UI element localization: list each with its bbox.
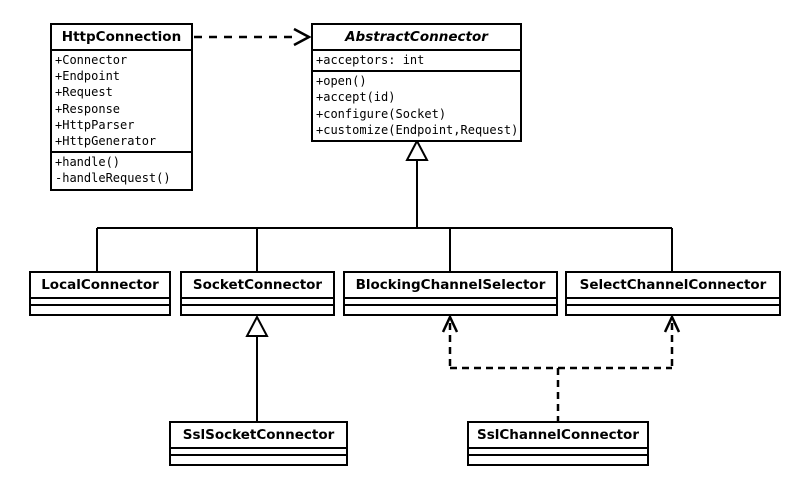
method: -handleRequest() [55,171,171,186]
class-box-localconnector: LocalConnector [29,271,171,316]
attributes-compartment [182,297,333,304]
class-box-selectchannelconnector: SelectChannelConnector [565,271,781,316]
attribute: +Request [55,85,113,100]
class-name: SelectChannelConnector [579,277,767,293]
attributes-compartment [567,297,779,304]
method: +open() [316,74,367,89]
class-name: HttpConnection [61,29,182,45]
class-name: SocketConnector [192,277,323,293]
class-box-abstractconnector: AbstractConnector +acceptors: int +open(… [311,23,522,143]
methods-compartment [171,454,346,464]
methods-compartment [31,304,169,314]
attribute: +Response [55,101,121,116]
methods-compartment [469,454,647,464]
methods-compartment [345,304,556,314]
class-box-sslsocketconnector: SslSocketConnector [169,421,348,466]
method: +handle() [55,155,121,170]
attribute: +HttpGenerator [55,134,157,149]
class-name: BlockingChannelSelector [355,277,546,293]
methods-compartment [567,304,779,314]
attributes-compartment: +Connector +Endpoint +Request +Response … [52,49,191,151]
generalization-arrow-sslsocketconnector-socketconnector [245,314,269,421]
methods-compartment [182,304,333,314]
class-box-socketconnector: SocketConnector [180,271,335,316]
method: +accept(id) [316,90,396,105]
attribute: +HttpParser [55,117,135,132]
dependency-arrow-httpconnection-abstractconnector [194,27,312,47]
class-name: SslChannelConnector [477,427,639,443]
method: +customize(Endpoint,Request) [316,122,517,137]
attributes-compartment [31,297,169,304]
dependency-arrows-sslchannelconnector [441,314,681,421]
method: +configure(Socket) [316,106,447,121]
attributes-compartment [469,447,647,454]
attribute: +Endpoint [55,69,121,84]
generalization-arrows-to-abstractconnector [96,138,673,271]
class-name: LocalConnector [41,277,159,293]
class-name: SslSocketConnector [182,427,335,443]
attributes-compartment [345,297,556,304]
attributes-compartment: +acceptors: int [313,49,520,70]
attribute: +Connector [55,53,128,67]
attributes-compartment [171,447,346,454]
class-box-blockingchannelselector: BlockingChannelSelector [343,271,558,316]
methods-compartment: +handle() -handleRequest() [52,151,191,188]
attribute: +acceptors: int [316,53,425,67]
methods-compartment: +open() +accept(id) +configure(Socket) +… [313,70,520,140]
class-box-httpconnection: HttpConnection +Connector +Endpoint +Req… [50,23,193,191]
class-name: AbstractConnector [345,29,488,45]
class-box-sslchannelconnector: SslChannelConnector [467,421,649,466]
